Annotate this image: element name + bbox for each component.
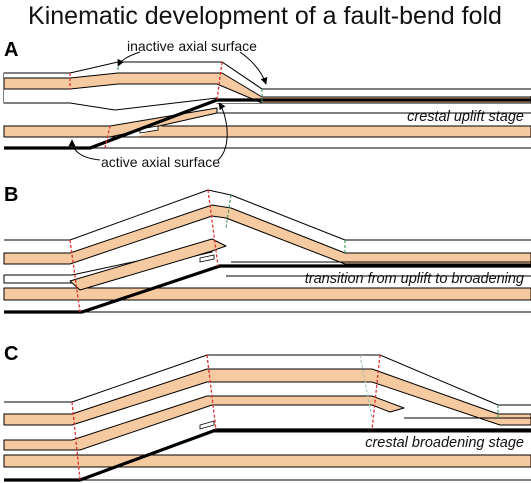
panel-c: C crestal broadening stage <box>3 343 531 482</box>
panel-b: B transition from uplift to broadening <box>3 184 531 314</box>
figure-title: Kinematic development of a fault-bend fo… <box>28 2 502 30</box>
active-axial-surface-label: active axial surface <box>101 154 220 170</box>
panel-b-label: B <box>4 184 18 206</box>
fault-a <box>4 98 531 150</box>
panel-a: A inactive axial surface active <box>3 38 531 170</box>
panel-a-stage: crestal uplift stage <box>407 109 524 125</box>
panel-a-label: A <box>4 39 18 61</box>
panel-c-label: C <box>4 343 18 365</box>
panel-b-stage: transition from uplift to broadening <box>305 271 524 287</box>
fault-c <box>4 428 531 482</box>
inactive-axial-surface-label: inactive axial surface <box>127 38 257 54</box>
panel-c-stage: crestal broadening stage <box>365 435 524 451</box>
fault-b <box>4 264 531 314</box>
